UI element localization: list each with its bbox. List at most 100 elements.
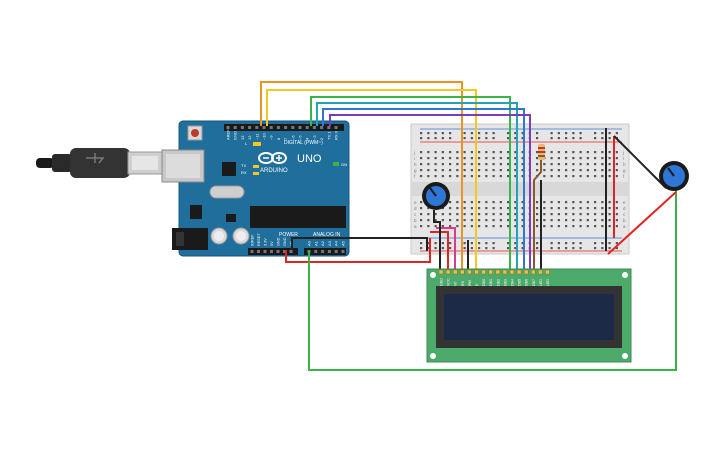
terminal-hole[interactable] (449, 219, 452, 222)
terminal-hole[interactable] (456, 213, 459, 216)
digital-pin-socket[interactable] (298, 126, 302, 129)
rail-hole[interactable] (449, 242, 452, 245)
terminal-hole[interactable] (608, 225, 611, 228)
analog-pin-socket[interactable] (334, 250, 338, 253)
digital-pin-socket[interactable] (334, 126, 338, 129)
terminal-hole[interactable] (594, 213, 597, 216)
rail-hole[interactable] (434, 242, 437, 245)
terminal-hole[interactable] (572, 163, 575, 166)
terminal-hole[interactable] (579, 175, 582, 178)
terminal-hole[interactable] (565, 163, 568, 166)
terminal-hole[interactable] (456, 201, 459, 204)
terminal-hole[interactable] (608, 207, 611, 210)
terminal-hole[interactable] (427, 169, 430, 172)
terminal-hole[interactable] (550, 213, 553, 216)
terminal-hole[interactable] (565, 175, 568, 178)
power-pin-socket[interactable] (250, 250, 254, 253)
terminal-hole[interactable] (572, 201, 575, 204)
terminal-hole[interactable] (557, 213, 560, 216)
terminal-hole[interactable] (434, 157, 437, 160)
rail-hole[interactable] (441, 242, 444, 245)
terminal-hole[interactable] (449, 175, 452, 178)
terminal-hole[interactable] (550, 201, 553, 204)
rail-hole[interactable] (492, 242, 495, 245)
terminal-hole[interactable] (434, 175, 437, 178)
terminal-hole[interactable] (565, 225, 568, 228)
terminal-hole[interactable] (536, 169, 539, 172)
terminal-hole[interactable] (557, 207, 560, 210)
terminal-hole[interactable] (615, 157, 618, 160)
terminal-hole[interactable] (586, 157, 589, 160)
terminal-hole[interactable] (608, 151, 611, 154)
rail-hole[interactable] (463, 247, 466, 250)
rail-hole[interactable] (434, 137, 437, 140)
rail-hole[interactable] (521, 242, 524, 245)
terminal-hole[interactable] (434, 213, 437, 216)
rail-hole[interactable] (420, 247, 423, 250)
rail-hole[interactable] (608, 247, 611, 250)
rail-hole[interactable] (572, 247, 575, 250)
rail-hole[interactable] (427, 132, 430, 135)
terminal-hole[interactable] (550, 175, 553, 178)
terminal-hole[interactable] (543, 207, 546, 210)
terminal-hole[interactable] (514, 163, 517, 166)
rail-hole[interactable] (594, 242, 597, 245)
rail-hole[interactable] (470, 247, 473, 250)
terminal-hole[interactable] (463, 201, 466, 204)
terminal-hole[interactable] (514, 157, 517, 160)
terminal-hole[interactable] (441, 163, 444, 166)
rail-hole[interactable] (594, 247, 597, 250)
terminal-hole[interactable] (478, 175, 481, 178)
terminal-hole[interactable] (543, 219, 546, 222)
terminal-hole[interactable] (565, 207, 568, 210)
terminal-hole[interactable] (427, 151, 430, 154)
terminal-hole[interactable] (543, 163, 546, 166)
terminal-hole[interactable] (507, 163, 510, 166)
terminal-hole[interactable] (615, 225, 618, 228)
terminal-hole[interactable] (572, 213, 575, 216)
rail-hole[interactable] (608, 242, 611, 245)
analog-pin-socket[interactable] (341, 250, 345, 253)
rail-hole[interactable] (615, 132, 618, 135)
lcd-pin[interactable] (538, 269, 543, 275)
terminal-hole[interactable] (434, 225, 437, 228)
rail-hole[interactable] (420, 132, 423, 135)
terminal-hole[interactable] (579, 219, 582, 222)
terminal-hole[interactable] (456, 225, 459, 228)
terminal-hole[interactable] (536, 151, 539, 154)
terminal-hole[interactable] (507, 157, 510, 160)
terminal-hole[interactable] (456, 163, 459, 166)
terminal-hole[interactable] (470, 151, 473, 154)
terminal-hole[interactable] (521, 207, 524, 210)
terminal-hole[interactable] (434, 169, 437, 172)
terminal-hole[interactable] (441, 175, 444, 178)
terminal-hole[interactable] (449, 207, 452, 210)
terminal-hole[interactable] (456, 151, 459, 154)
terminal-hole[interactable] (427, 219, 430, 222)
terminal-hole[interactable] (572, 169, 575, 172)
terminal-hole[interactable] (586, 201, 589, 204)
terminal-hole[interactable] (441, 169, 444, 172)
terminal-hole[interactable] (492, 175, 495, 178)
terminal-hole[interactable] (608, 175, 611, 178)
rail-hole[interactable] (485, 132, 488, 135)
digital-pin-socket[interactable] (226, 126, 230, 129)
power-pin-socket[interactable] (263, 250, 267, 253)
rail-hole[interactable] (427, 247, 430, 250)
rail-hole[interactable] (608, 132, 611, 135)
rail-hole[interactable] (449, 137, 452, 140)
terminal-hole[interactable] (601, 175, 604, 178)
terminal-hole[interactable] (492, 219, 495, 222)
terminal-hole[interactable] (449, 201, 452, 204)
terminal-hole[interactable] (594, 151, 597, 154)
terminal-hole[interactable] (499, 151, 502, 154)
terminal-hole[interactable] (485, 157, 488, 160)
rail-hole[interactable] (449, 132, 452, 135)
terminal-hole[interactable] (608, 163, 611, 166)
terminal-hole[interactable] (579, 207, 582, 210)
terminal-hole[interactable] (536, 201, 539, 204)
rail-hole[interactable] (507, 132, 510, 135)
rail-hole[interactable] (521, 137, 524, 140)
terminal-hole[interactable] (565, 219, 568, 222)
rail-hole[interactable] (441, 137, 444, 140)
